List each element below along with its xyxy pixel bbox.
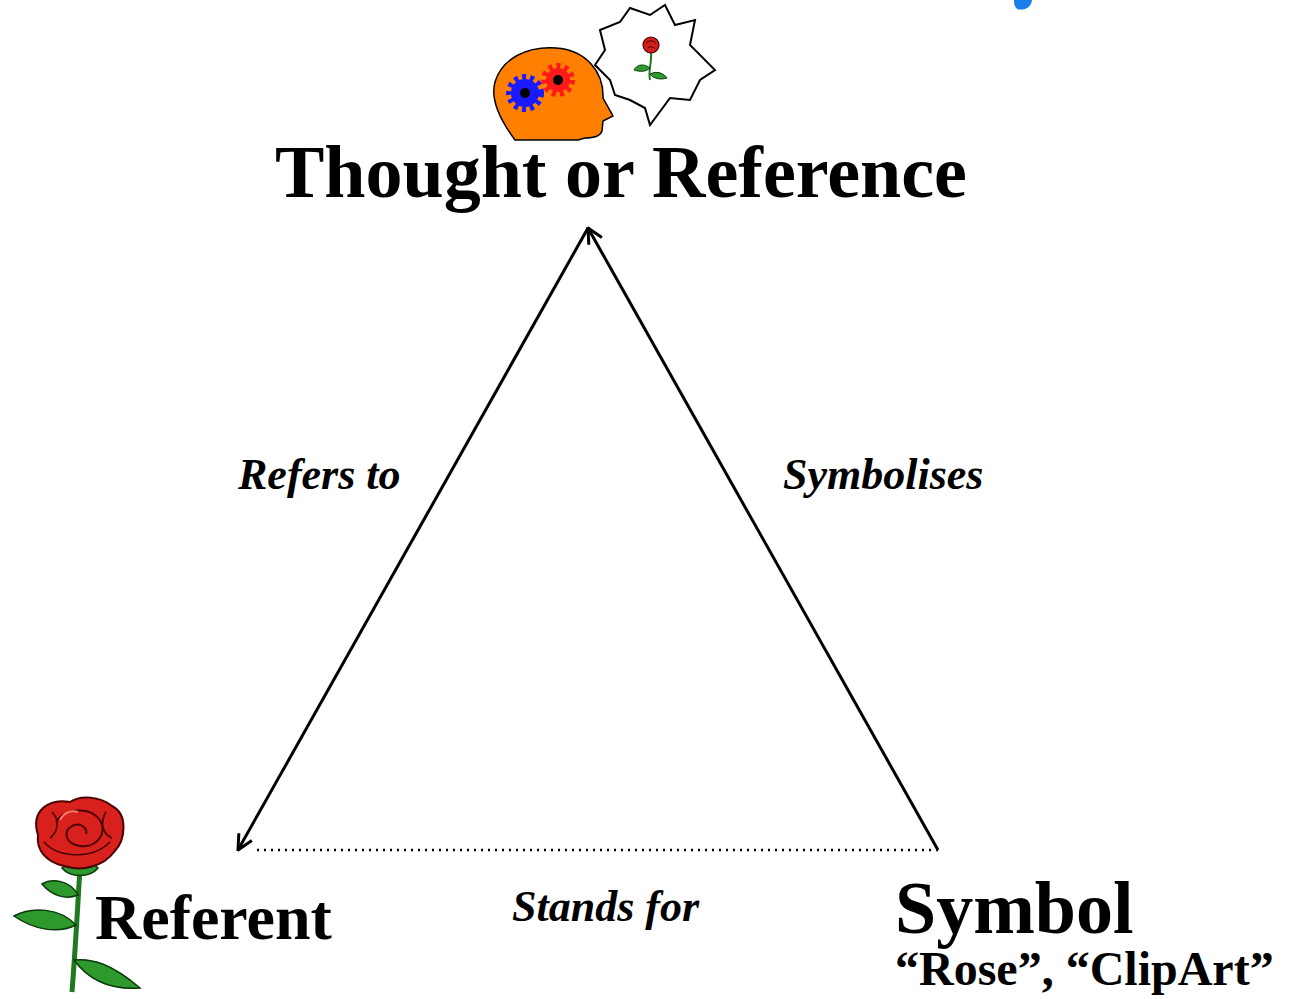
head-profile xyxy=(494,48,613,140)
rose-leaf xyxy=(42,881,78,897)
referent-node: Referent xyxy=(95,850,336,954)
concept-node: Thought or Reference xyxy=(269,135,973,228)
small-rose-leaf xyxy=(634,65,650,71)
gear-hub xyxy=(553,75,563,85)
gear-hub xyxy=(520,88,530,98)
edge-label: Refers to xyxy=(236,453,403,497)
arrow-connector xyxy=(588,228,938,850)
rose-highlight xyxy=(60,811,78,820)
small-rose-bloom xyxy=(643,37,659,53)
edge-label: Symbolises xyxy=(781,453,985,497)
blue-gear xyxy=(511,79,539,107)
node-subtitle: “Rose”, “ClipArt” xyxy=(895,945,1274,993)
node-title: Symbol xyxy=(895,871,1274,945)
rose-petal-lines xyxy=(44,812,112,855)
edge-label: Stands for xyxy=(510,885,701,929)
node-title: Referent xyxy=(95,886,332,950)
arrow-connector xyxy=(238,228,588,850)
blue-gear-teeth xyxy=(509,77,541,109)
blue-mark xyxy=(1014,0,1032,10)
rose-stem xyxy=(72,868,80,992)
small-rose-stem xyxy=(649,52,651,80)
rose-leaf xyxy=(14,910,76,930)
dotted-connector xyxy=(255,849,938,852)
rose-leaf xyxy=(74,960,140,989)
small-rose-leaf xyxy=(650,72,667,79)
thought-bubble xyxy=(595,5,715,125)
small-rose-petal-lines xyxy=(646,41,656,49)
rose-bloom xyxy=(36,797,123,868)
node-title: Thought or Reference xyxy=(275,135,967,209)
symbol-node: Symbol“Rose”, “ClipArt” xyxy=(895,850,1278,993)
rose-petal-lines xyxy=(56,810,103,846)
red-gear-teeth xyxy=(544,66,572,94)
